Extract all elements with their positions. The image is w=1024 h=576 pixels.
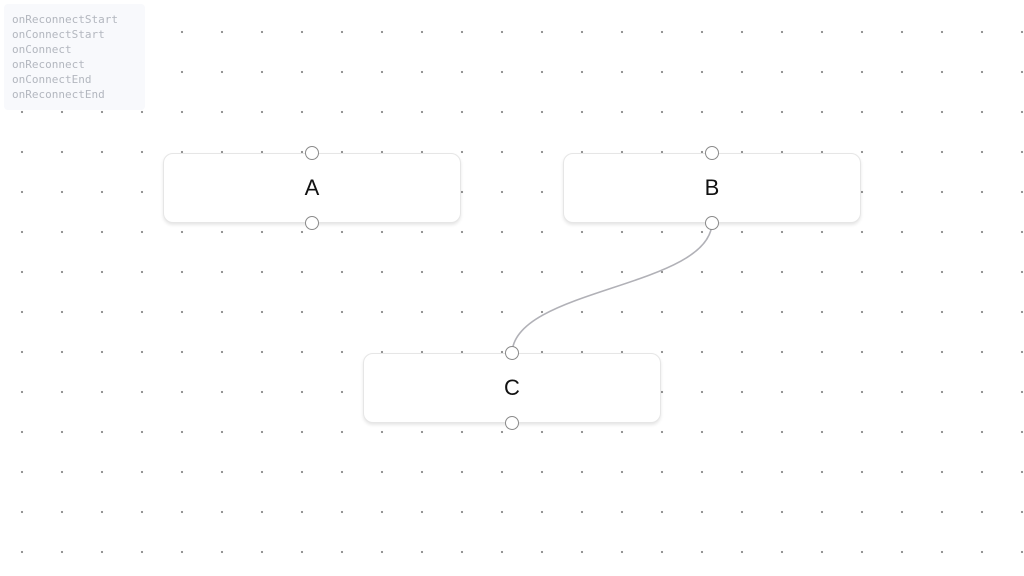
node-a-label: A: [304, 175, 320, 200]
event-log-line: onConnectStart: [12, 28, 105, 41]
node-a[interactable]: A: [163, 146, 461, 230]
node-c-label: C: [504, 375, 520, 400]
event-log-panel: onReconnectStart onConnectStart onConnec…: [4, 4, 145, 110]
node-b-label: B: [704, 175, 720, 200]
node-c[interactable]: C: [363, 346, 661, 430]
node-c-target-handle[interactable]: [505, 346, 519, 360]
event-log-line: onReconnectEnd: [12, 88, 105, 101]
edge-b-to-c[interactable]: [511, 221, 713, 355]
node-b-target-handle[interactable]: [705, 146, 719, 160]
event-log-line: onReconnectStart: [12, 13, 118, 26]
node-b[interactable]: B: [563, 146, 861, 230]
event-log-line: onConnect: [12, 43, 72, 56]
node-a-source-handle[interactable]: [305, 216, 319, 230]
event-log-line: onConnectEnd: [12, 73, 92, 86]
node-b-source-handle[interactable]: [705, 216, 719, 230]
node-c-source-handle[interactable]: [505, 416, 519, 430]
event-log-line: onReconnect: [12, 58, 85, 71]
node-a-target-handle[interactable]: [305, 146, 319, 160]
